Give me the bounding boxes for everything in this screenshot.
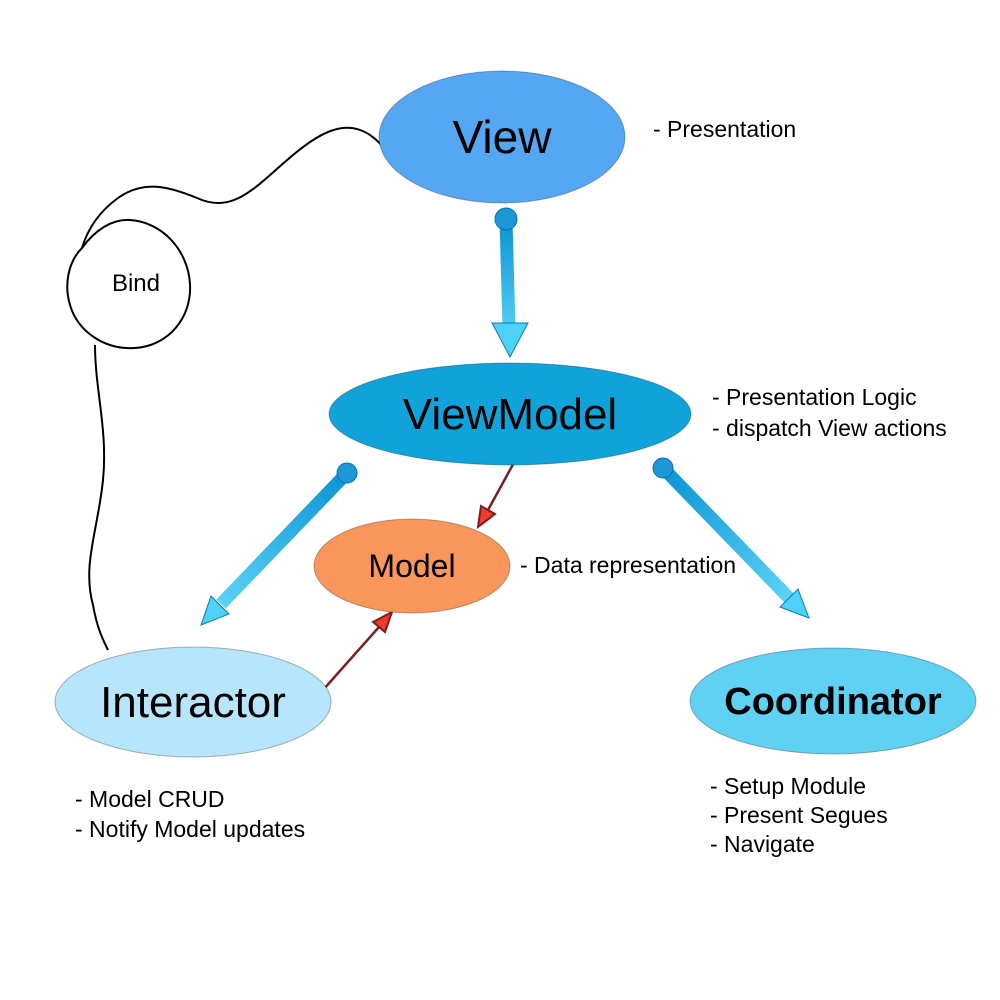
- bind-curve-top: [81, 126, 384, 249]
- viewmodel-ellipse: [328, 362, 692, 466]
- interactor-ellipse: [54, 646, 332, 758]
- coordinator-label: Coordinator: [724, 681, 942, 723]
- viewmodel-label: ViewModel: [403, 390, 617, 439]
- viewmodel-annotation-2: - dispatch View actions: [712, 415, 947, 441]
- interactor-label: Interactor: [100, 678, 286, 727]
- bind-loop: [66, 218, 192, 350]
- arrow-origin-dot: [336, 462, 358, 484]
- model-ellipse: [313, 518, 511, 614]
- coordinator-annotation-3: - Navigate: [710, 831, 815, 857]
- node-interactor: Interactor: [54, 646, 332, 758]
- interactor-annotation-2: - Notify Model updates: [75, 816, 305, 842]
- model-annotation: - Data representation: [520, 552, 736, 578]
- arrow-viewmodel-to-coordinator: [652, 457, 810, 619]
- view-annotation: - Presentation: [653, 116, 796, 142]
- arrow-viewmodel-to-model: [476, 458, 518, 530]
- interactor-annotation-1: - Model CRUD: [75, 786, 225, 812]
- view-label: View: [453, 111, 553, 163]
- bind-curve-bottom: [88, 344, 109, 651]
- node-model: Model: [313, 518, 511, 614]
- bind-label: Bind: [112, 270, 160, 297]
- viewmodel-annotation-1: - Presentation Logic: [712, 384, 917, 410]
- arrow-origin-dot: [652, 457, 674, 479]
- coordinator-annotation-2: - Present Segues: [710, 802, 888, 828]
- arrow-viewmodel-to-interactor: [200, 462, 358, 626]
- node-view: View: [378, 70, 626, 204]
- view-ellipse: [378, 70, 626, 204]
- arrow-interactor-to-model: [322, 609, 394, 691]
- arrow-view-to-viewmodel: [491, 207, 529, 359]
- arrow-origin-dot: [494, 207, 518, 231]
- node-viewmodel: ViewModel: [328, 362, 692, 466]
- model-label: Model: [368, 548, 455, 584]
- node-coordinator: Coordinator: [689, 647, 977, 755]
- coordinator-ellipse: [689, 647, 977, 755]
- coordinator-annotation-1: - Setup Module: [710, 773, 866, 799]
